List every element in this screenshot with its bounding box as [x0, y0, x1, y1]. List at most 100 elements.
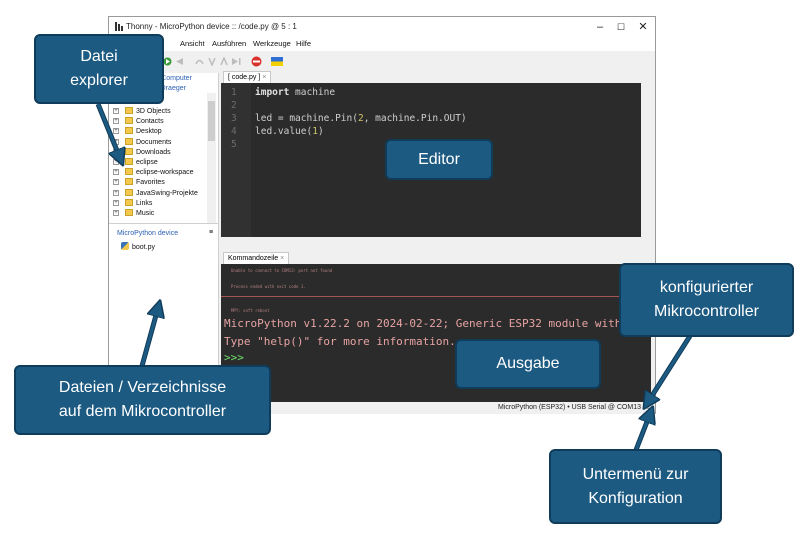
callout-submenu: Untermenü zur Konfiguration	[549, 449, 722, 524]
expand-icon[interactable]: +	[113, 189, 119, 196]
device-panel-title: MicroPython device	[117, 230, 179, 237]
callout-configured-mc: konfigurierter Mikrocontroller	[619, 263, 794, 337]
files-header: Dieser Computer fan Draeger	[109, 73, 218, 101]
device-file-name: boot.py	[132, 244, 155, 251]
file-tree-item[interactable]: + eclipse-workspace	[113, 168, 198, 178]
files-scrollbar[interactable]	[207, 93, 216, 223]
shell-faint-line: Unable to connect to COM13: port not fou…	[231, 268, 333, 273]
callout-files-on-mc: Dateien / Verzeichnisse auf dem Mikrocon…	[14, 365, 271, 435]
callout-text: explorer	[70, 72, 128, 89]
maximize-button[interactable]: ☐	[616, 22, 626, 32]
step-out-icon[interactable]	[219, 57, 228, 66]
device-file-boot[interactable]: boot.py	[121, 242, 155, 251]
menu-werkzeuge[interactable]: Werkzeuge	[253, 39, 291, 48]
file-tree-item[interactable]: + Favorites	[113, 178, 198, 188]
expand-icon[interactable]: +	[113, 179, 119, 186]
shell-separator	[221, 296, 651, 297]
file-tree-label: Music	[136, 209, 155, 217]
shell-tab-label: Kommandozeile	[228, 255, 279, 262]
python-file-icon	[121, 242, 129, 250]
file-tree-item[interactable]: + Contacts	[113, 117, 198, 127]
folder-icon	[125, 208, 133, 216]
folder-icon	[125, 198, 133, 206]
editor-tab-bar: [ code.py ] ×	[221, 71, 651, 83]
arrow-files-on-mc-fill	[140, 308, 158, 367]
menu-ansicht[interactable]: Ansicht	[180, 39, 205, 48]
device-files-panel: MicroPython device ≡ boot.py	[109, 223, 218, 404]
callout-output: Ausgabe	[455, 339, 601, 389]
folder-icon	[125, 107, 133, 114]
debug-icon[interactable]	[175, 57, 184, 66]
code-line: led = machine.Pin(2, machine.Pin.OUT)	[255, 113, 467, 124]
user-folder-label: fan Draeger	[149, 85, 186, 92]
callout-editor: Editor	[385, 139, 493, 180]
step-over-icon[interactable]	[195, 57, 204, 66]
menu-ausfuehren[interactable]: Ausführen	[212, 39, 247, 48]
file-tree-label: Downloads	[136, 148, 171, 156]
file-tree-label: 3D Objects	[136, 108, 171, 115]
line-number: 2	[231, 100, 237, 111]
tab-kommandozeile[interactable]: Kommandozeile ×	[223, 252, 290, 264]
line-number: 5	[231, 139, 237, 150]
shell-help-line: Type "help()" for more information.	[224, 335, 456, 348]
line-number: 3	[231, 113, 237, 124]
arrow-configured-mc-fill	[648, 335, 692, 402]
file-tree-label: Contacts	[136, 118, 164, 126]
shell-prompt[interactable]: >>>	[224, 351, 244, 364]
folder-icon	[125, 137, 133, 145]
interpreter-status[interactable]: MicroPython (ESP32) • USB Serial @ COM13	[498, 404, 641, 411]
expand-icon[interactable]: +	[113, 108, 119, 114]
expand-icon[interactable]: +	[113, 118, 119, 125]
expand-icon[interactable]: +	[113, 209, 119, 216]
editor-vertical-scrollbar[interactable]	[641, 83, 651, 237]
expand-icon[interactable]: +	[113, 169, 119, 176]
device-panel-menu-icon[interactable]: ≡	[209, 229, 214, 236]
arrow-file-explorer-fill	[96, 103, 120, 158]
callout-text: konfigurierter	[659, 279, 754, 296]
file-tree-label: JavaSwing-Projekte	[136, 189, 198, 197]
callout-text: Dateien / Verzeichnisse	[58, 379, 227, 396]
run-icon[interactable]	[163, 57, 172, 66]
resume-icon[interactable]	[231, 57, 241, 66]
callout-text: Mikrocontroller	[654, 303, 759, 320]
close-button[interactable]: ✕	[638, 21, 648, 33]
shell-tab-bar: Kommandozeile ×	[221, 250, 651, 264]
stop-icon[interactable]	[251, 56, 262, 67]
shell-tab-close-icon[interactable]: ×	[280, 255, 285, 262]
folder-icon	[125, 168, 133, 176]
file-tree-label: eclipse	[136, 158, 158, 166]
editor-horizontal-scrollbar[interactable]	[221, 237, 651, 246]
file-tree-label: eclipse-workspace	[136, 169, 194, 177]
minimize-button[interactable]: –	[596, 21, 604, 33]
menu-hilfe[interactable]: Hilfe	[296, 39, 312, 48]
files-scroll-thumb[interactable]	[208, 101, 215, 141]
shell-faint-line: MPY: soft reboot	[231, 308, 270, 313]
file-tree-item[interactable]: +Links	[113, 198, 198, 209]
title-bar: Thonny - MicroPython device :: /code.py …	[109, 17, 655, 37]
line-number: 1	[231, 87, 237, 98]
tab-close-icon[interactable]: ×	[262, 74, 267, 81]
tab-label: [ code.py ]	[228, 74, 261, 81]
files-sidebar: Dieser Computer fan Draeger +3D Objects+…	[109, 73, 219, 403]
folder-icon	[125, 178, 133, 186]
callout-text: Konfiguration	[588, 489, 683, 507]
file-tree-label: Documents	[136, 138, 172, 146]
code-line: led.value(1)	[255, 126, 324, 137]
tab-code-py[interactable]: [ code.py ] ×	[223, 71, 272, 83]
file-tree-item[interactable]: + Music	[113, 208, 198, 219]
file-tree-item[interactable]: + JavaSwing-Projekte	[113, 188, 198, 199]
folder-icon	[125, 117, 133, 125]
step-into-icon[interactable]	[207, 57, 216, 66]
ukraine-flag-icon	[271, 57, 283, 66]
file-tree-item[interactable]: +Desktop	[113, 127, 198, 137]
thonny-app-icon	[115, 22, 123, 31]
callout-text: Editor	[418, 150, 460, 168]
code-line: import machine	[255, 87, 336, 98]
file-tree-item[interactable]: +3D Objects	[113, 107, 198, 117]
expand-icon[interactable]: +	[113, 128, 119, 135]
expand-icon[interactable]: +	[113, 199, 119, 206]
this-computer-label: Dieser Computer	[139, 75, 192, 82]
file-tree-label: Favorites	[136, 179, 165, 187]
shell-faint-line: Process ended with exit code 1.	[231, 284, 306, 289]
